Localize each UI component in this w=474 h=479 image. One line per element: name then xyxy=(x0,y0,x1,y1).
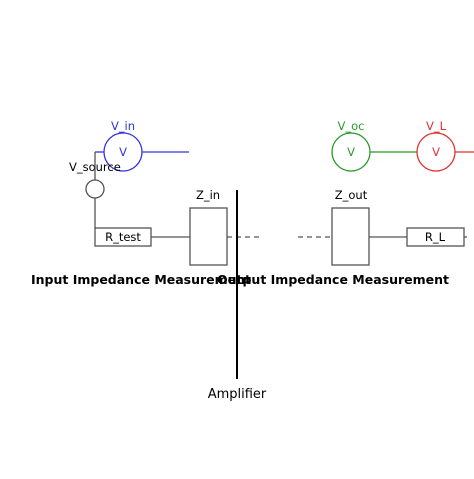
z-out-block xyxy=(331,207,370,266)
vl-meter-symbol: V xyxy=(432,145,440,159)
voc-meter-symbol: V xyxy=(347,145,355,159)
voltage-source-icon xyxy=(85,179,105,199)
vin-meter-symbol: V xyxy=(119,145,127,159)
vin-voltmeter-icon xyxy=(103,132,143,172)
r-test-label: R_test xyxy=(105,230,141,244)
z-out-label: Z_out xyxy=(335,188,368,202)
z-in-label: Z_in xyxy=(196,188,220,202)
vin-label: V_in xyxy=(111,119,135,133)
input-section-heading: Input Impedance Measurement xyxy=(31,272,251,287)
amplifier-label: Amplifier xyxy=(208,387,267,402)
output-section-heading: Output Impedance Measurement xyxy=(217,272,449,287)
z-in-block xyxy=(189,207,228,266)
r-l-label: R_L xyxy=(425,230,446,244)
vl-label: V_L xyxy=(426,119,447,133)
voc-label: V_oc xyxy=(338,119,365,133)
